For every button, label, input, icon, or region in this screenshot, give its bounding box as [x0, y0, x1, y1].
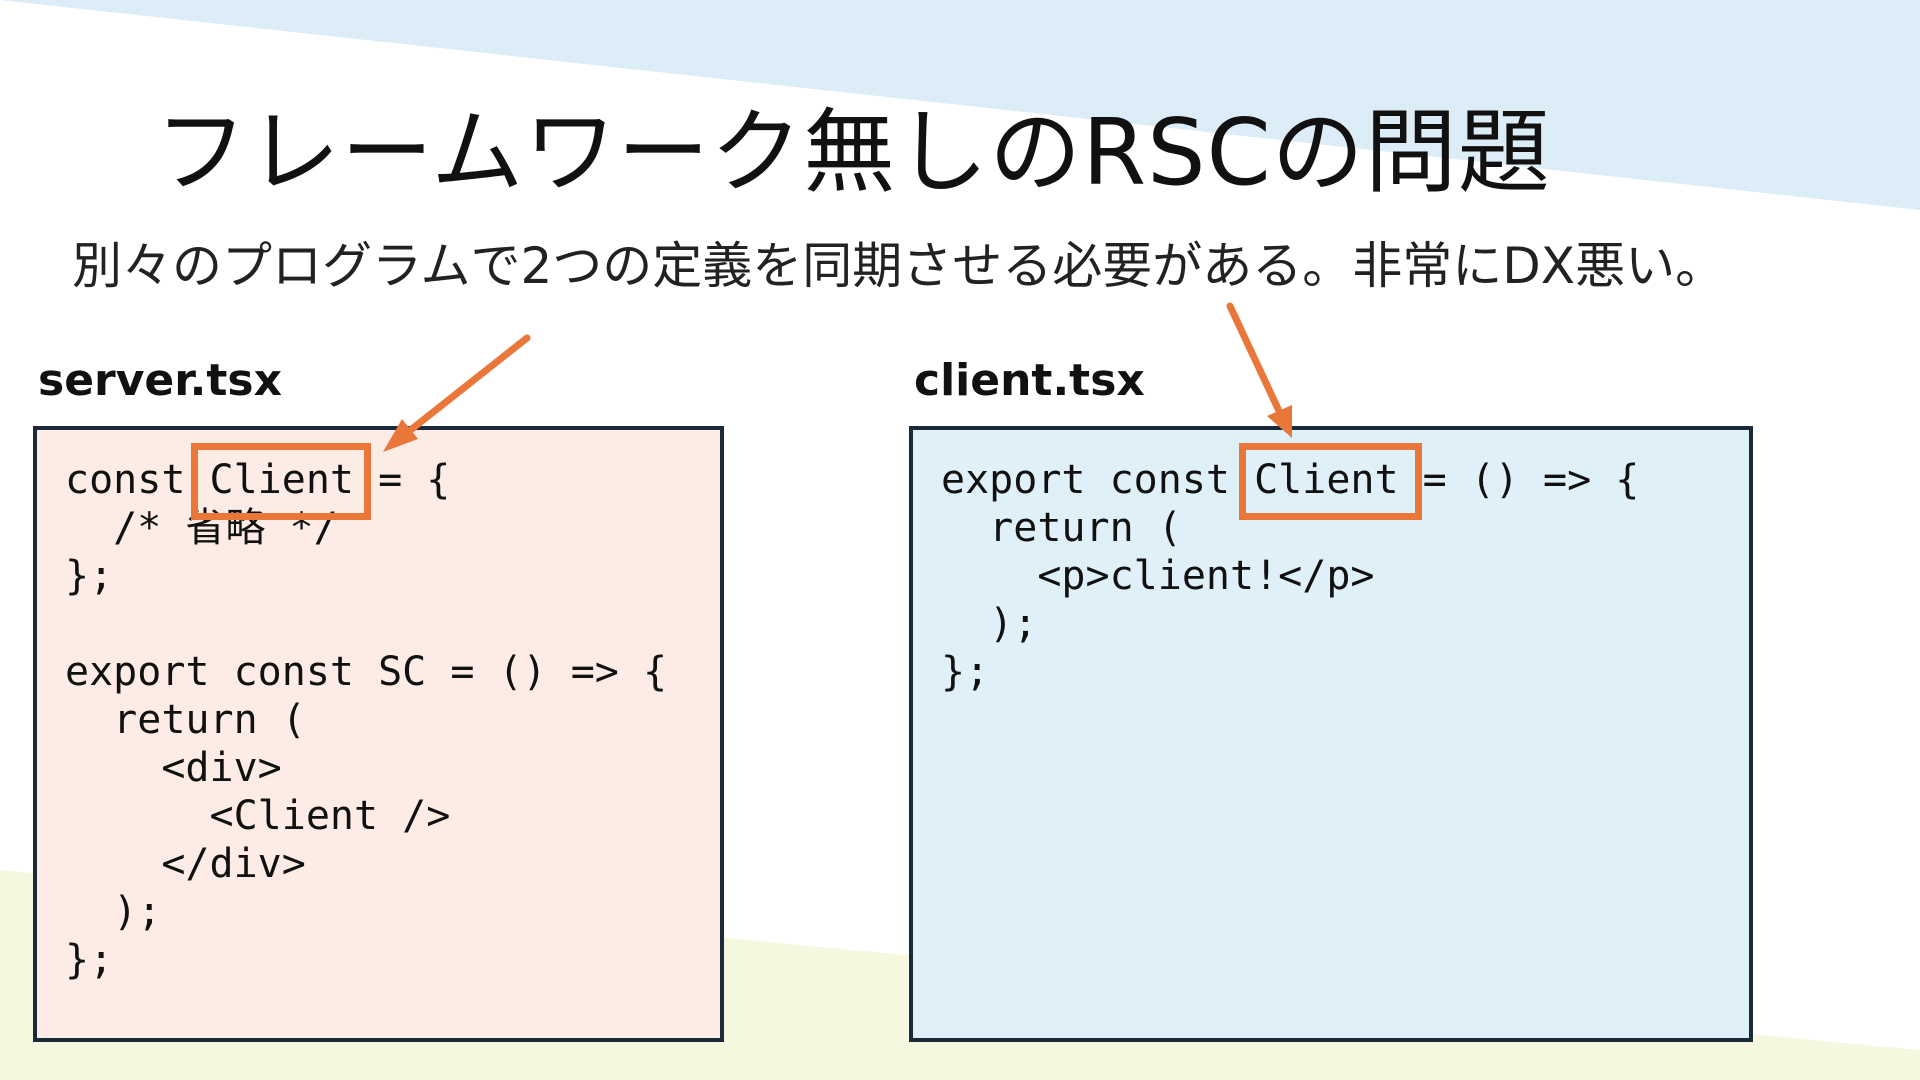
bg-blue-band	[0, 0, 1920, 210]
client-client-highlight	[1239, 443, 1422, 520]
client-file-label: client.tsx	[914, 355, 1145, 406]
slide-title: フレームワーク無しのRSCの問題	[155, 99, 1551, 206]
client-code: export const Client = () => { return ( <…	[941, 457, 1640, 695]
slide-subtitle: 別々のプログラムで2つの定義を同期させる必要がある。非常にDX悪い。	[72, 237, 1726, 295]
server-code: const Client = { /* 省略 */ }; export cons…	[65, 457, 668, 983]
client-code-box: export const Client = () => { return ( <…	[909, 426, 1753, 1042]
server-client-highlight	[191, 443, 371, 520]
server-code-box: const Client = { /* 省略 */ }; export cons…	[33, 426, 724, 1042]
server-file-label: server.tsx	[38, 355, 282, 406]
